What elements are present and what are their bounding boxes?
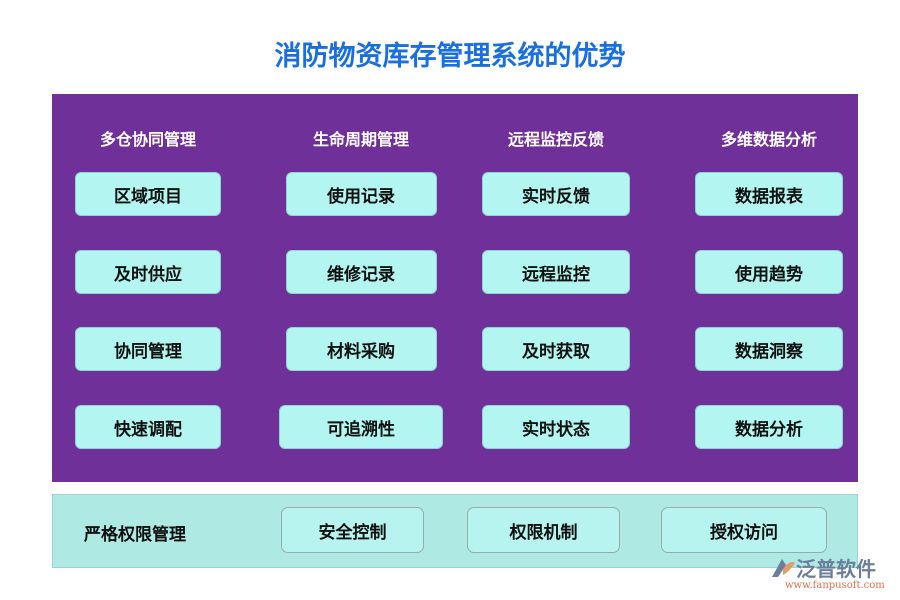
feature-box: 使用记录 — [285, 172, 437, 216]
feature-box: 及时获取 — [482, 327, 630, 371]
bottom-item: 安全控制 — [281, 507, 424, 553]
feature-box: 远程监控 — [482, 250, 630, 294]
logo-text: 泛普软件 — [796, 557, 876, 581]
column-header: 远程监控反馈 — [507, 130, 604, 149]
page-title: 消防物资库存管理系统的优势 — [274, 41, 626, 72]
logo: 泛普软件 — [770, 553, 876, 582]
logo-url: www.fanpusoft.com — [785, 580, 885, 591]
permission-label: 严格权限管理 — [84, 525, 186, 545]
fanpu-logo-icon — [772, 558, 795, 577]
feature-box: 可追溯性 — [279, 405, 443, 449]
feature-box: 区域项目 — [75, 172, 221, 216]
feature-box: 实时反馈 — [482, 172, 630, 216]
column-header: 多维数据分析 — [720, 130, 817, 149]
feature-box: 数据报表 — [695, 172, 843, 216]
column-header: 多仓协同管理 — [99, 130, 196, 149]
feature-box: 及时供应 — [75, 250, 221, 294]
feature-box: 快速调配 — [75, 405, 221, 449]
feature-box: 材料采购 — [285, 327, 437, 371]
feature-box: 协同管理 — [75, 327, 221, 371]
feature-box: 实时状态 — [482, 405, 630, 449]
bottom-item: 授权访问 — [661, 507, 827, 553]
column-header: 生命周期管理 — [312, 130, 409, 149]
feature-box: 维修记录 — [285, 250, 437, 294]
feature-box: 数据分析 — [695, 405, 843, 449]
bottom-item: 权限机制 — [467, 507, 620, 553]
feature-box: 数据洞察 — [695, 327, 843, 371]
feature-box: 使用趋势 — [695, 250, 843, 294]
